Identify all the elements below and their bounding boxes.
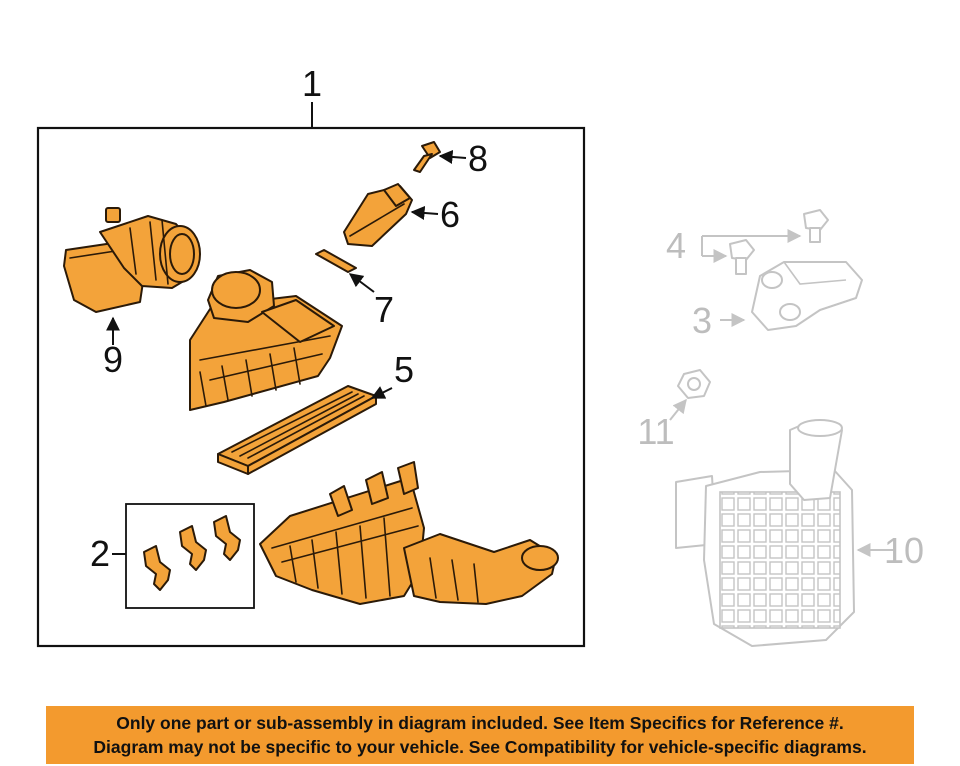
lower-air-box-housing: [259, 461, 559, 605]
callout-2: 2: [90, 533, 110, 574]
callout-3: 3: [692, 300, 712, 341]
part-10-resonator-box: 10: [675, 419, 924, 647]
disclaimer-banner: Only one part or sub-assembly in diagram…: [46, 706, 914, 764]
callout-5: 5: [394, 349, 414, 390]
part-6-airflow-sensor: 6: [343, 183, 460, 247]
part-11-nut: 11: [637, 369, 711, 452]
callout-1: 1: [302, 63, 322, 104]
part-4-bolts: 4: [666, 209, 829, 275]
part-5-air-filter: 5: [217, 349, 414, 475]
disclaimer-line-2: Diagram may not be specific to your vehi…: [93, 737, 867, 757]
callout-11: 11: [637, 411, 674, 452]
callout-6: 6: [440, 194, 460, 235]
assembly-frame: 1: [36, 63, 586, 648]
part-9-intake-tube: 9: [63, 207, 201, 380]
part-7-gasket: 7: [315, 249, 394, 330]
callout-10: 10: [884, 530, 924, 571]
part-3-bracket: 3: [692, 261, 863, 341]
callout-7: 7: [374, 289, 394, 330]
callout-8: 8: [468, 138, 488, 179]
part-2-clips: 2: [90, 503, 255, 609]
callout-9: 9: [103, 339, 123, 380]
callout-4: 4: [666, 225, 686, 266]
upper-air-box-housing: [189, 269, 343, 411]
part-8-screw: 8: [413, 138, 488, 179]
disclaimer-line-1: Only one part or sub-assembly in diagram…: [116, 713, 844, 733]
